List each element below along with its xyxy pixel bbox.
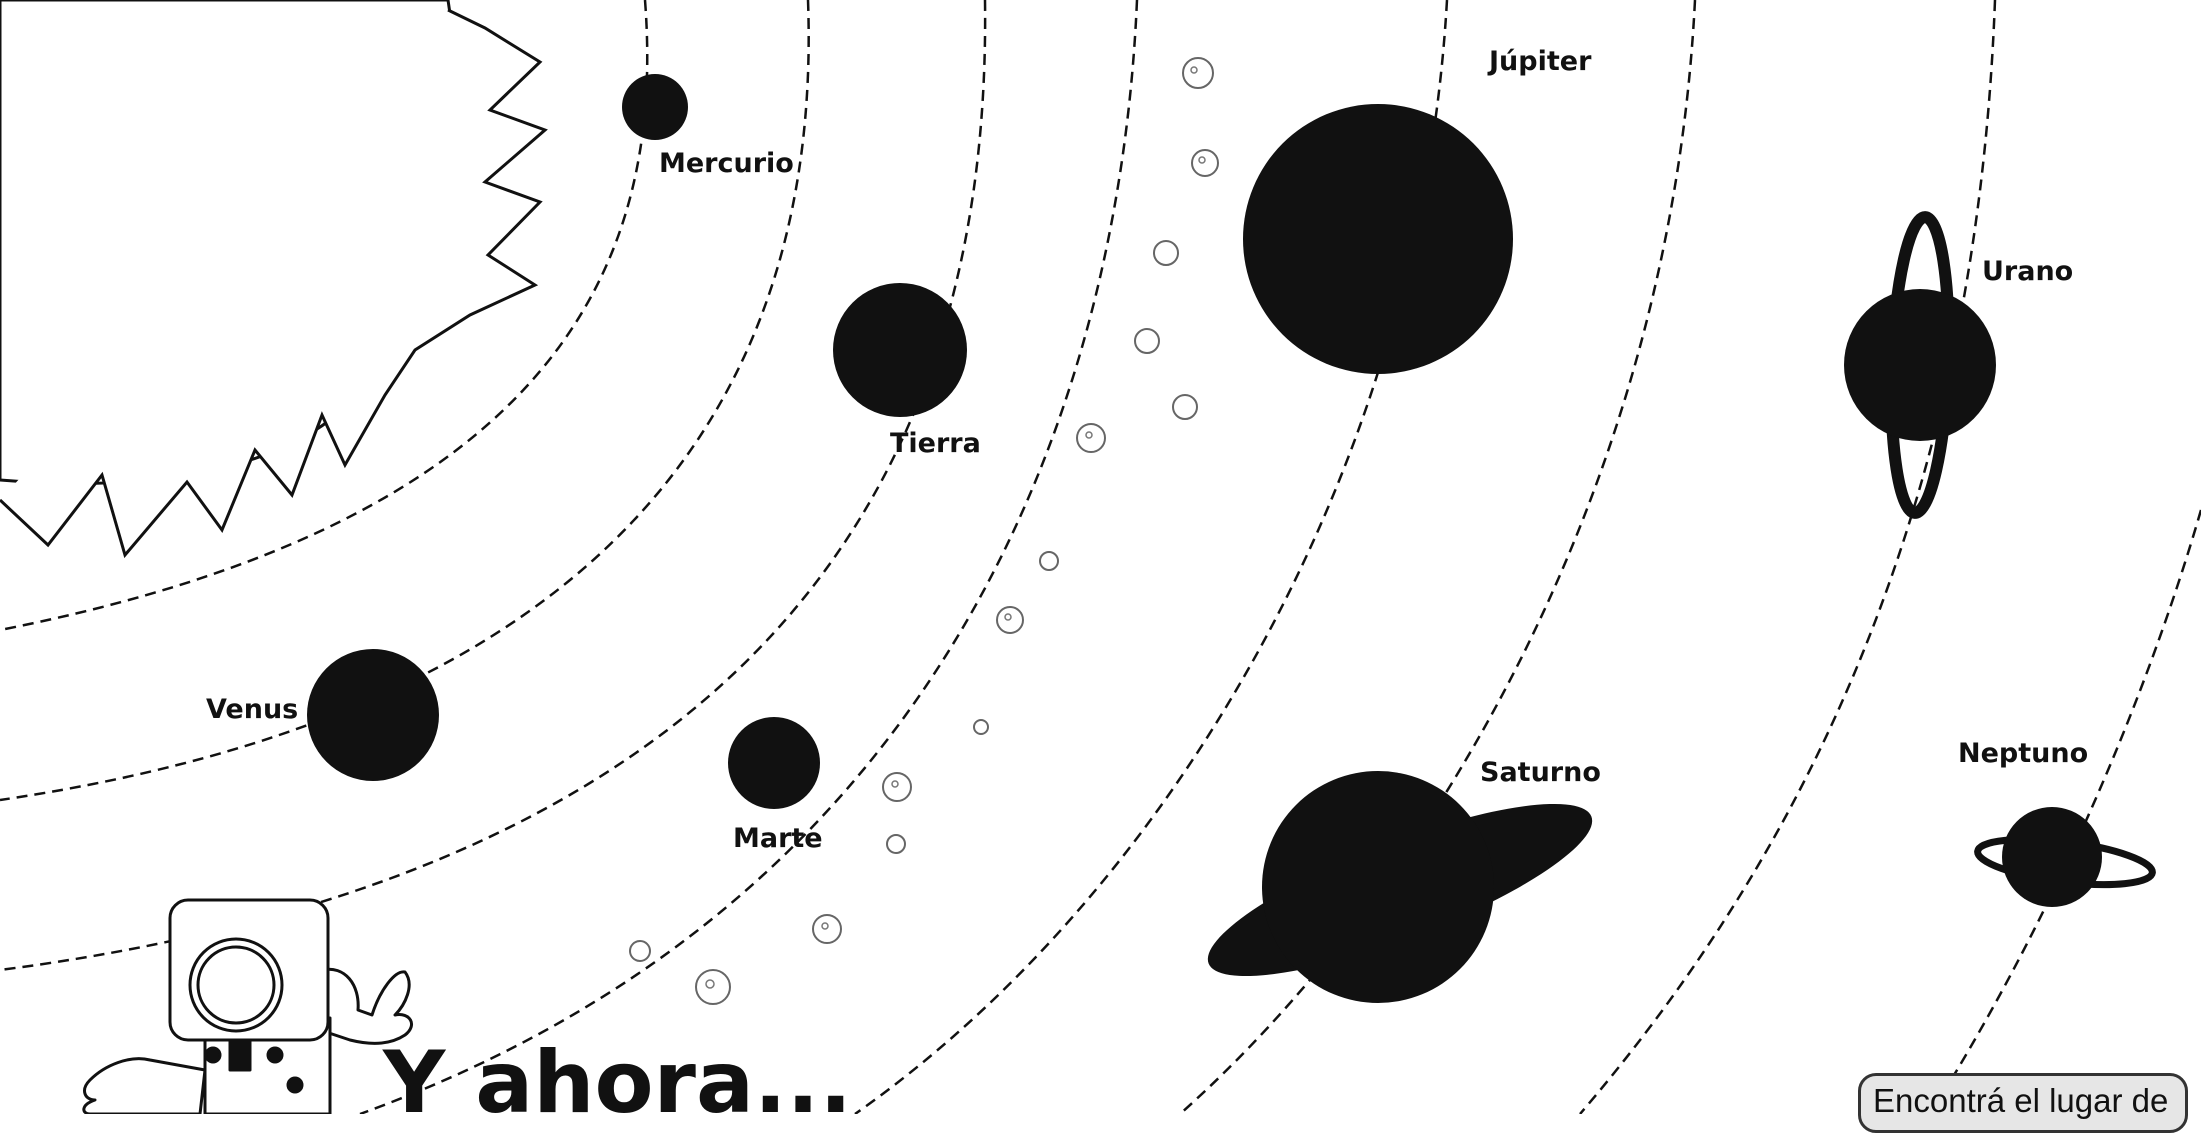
asteroid-icon [1134,328,1160,354]
orbit-jupiter [854,0,1449,1114]
label-neptuno: Neptuno [1958,738,2089,769]
saturn-planet [1207,771,1593,1003]
label-venus: Venus [206,694,299,725]
label-marte: Marte [733,823,823,854]
mars-planet [728,717,820,809]
uranus-planet [1844,211,1996,519]
asteroid-icon [1039,551,1059,571]
asteroid-icon [629,940,651,962]
jupiter-planet [1243,104,1513,374]
asteroid-icon [886,834,906,854]
orbit-uranus [1579,0,1997,1114]
asteroid-belt [629,57,1219,1005]
earth-planet [833,283,967,417]
neptune-planet [1974,807,2156,907]
label-jupiter: Júpiter [1489,46,1592,77]
asteroid-icon [1153,240,1179,266]
label-tierra: Tierra [890,428,981,459]
instruction-note: Encontrá el lugar de [1858,1073,2188,1133]
label-saturno: Saturno [1480,757,1601,788]
sun-icon [0,0,548,559]
mercury-planet [622,74,688,140]
orbit-venus [0,0,810,802]
venus-planet [307,649,439,781]
orbit-earth [0,0,987,972]
headline: Y ahora... [383,1033,853,1133]
asteroid-icon [973,719,989,735]
astronaut-icon [82,898,413,1114]
orbit-neptune [1928,509,2201,1114]
asteroid-icon [1172,394,1198,420]
orbit-mars [359,0,1139,1114]
asteroid-icon [1182,57,1214,89]
label-mercurio: Mercurio [659,148,794,179]
asteroid-icon [1191,149,1219,177]
label-urano: Urano [1982,256,2074,287]
orbit-saturn [1179,0,1697,1114]
